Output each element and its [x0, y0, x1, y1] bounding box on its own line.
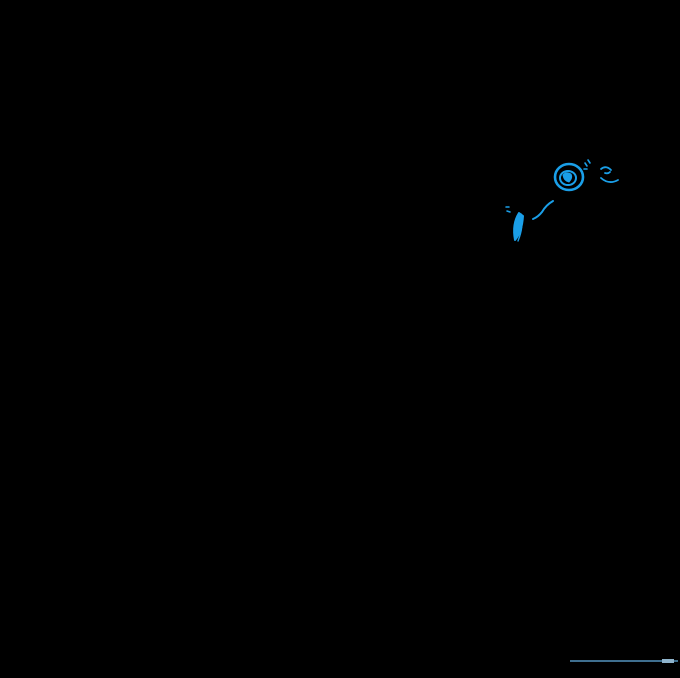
progress-thumb[interactable] — [662, 659, 674, 663]
small-tick-marks-icon — [505, 206, 511, 213]
curved-stroke-icon — [532, 200, 554, 220]
progress-track[interactable] — [570, 660, 678, 662]
eye-ring-icon — [553, 162, 585, 192]
brow-mark-icon — [600, 166, 619, 183]
leaf-shape-icon — [513, 212, 524, 242]
eyelash-marks-icon — [583, 159, 591, 170]
